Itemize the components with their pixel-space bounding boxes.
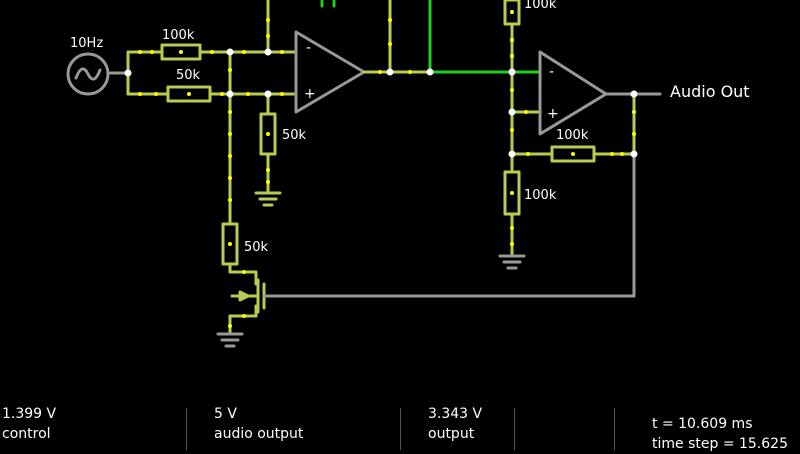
mid-wires bbox=[320, 0, 540, 74]
resistor-in-top-label: 100k bbox=[162, 28, 195, 43]
simulation-status: t = 10.609 ms time step = 15.625 bbox=[652, 414, 788, 454]
resistor-ground-right[interactable] bbox=[503, 170, 521, 216]
ground-left-2 bbox=[216, 332, 244, 348]
resistor-feedback-right[interactable] bbox=[550, 145, 596, 163]
output-wire bbox=[262, 92, 662, 298]
ground-left-1 bbox=[254, 191, 282, 207]
scope-control-name: control bbox=[2, 426, 51, 442]
scope-divider bbox=[400, 408, 401, 450]
resistor-in-top[interactable] bbox=[160, 43, 202, 61]
sim-time: t = 10.609 ms bbox=[652, 416, 753, 432]
resistor-feedback-top[interactable] bbox=[503, 0, 521, 26]
resistor-feedback-top-label: 100k bbox=[524, 0, 557, 12]
resistor-pos-ground[interactable] bbox=[259, 112, 277, 156]
scope-control[interactable]: 1.399 V control bbox=[2, 404, 56, 450]
op1-plus-sign: + bbox=[304, 86, 316, 102]
scope-divider bbox=[186, 408, 187, 450]
junction-nodes bbox=[124, 48, 638, 158]
scope-output-name: output bbox=[428, 426, 475, 442]
op-amp-2[interactable] bbox=[538, 50, 608, 136]
resistor-ground-right-label: 100k bbox=[524, 188, 557, 203]
ground-right bbox=[498, 254, 526, 270]
scope-audio-output-value: 5 V bbox=[214, 406, 237, 422]
resistor-feedback-right-label: 100k bbox=[556, 128, 589, 143]
source-frequency-label: 10Hz bbox=[70, 36, 104, 51]
circuit-diagram[interactable]: - + - + bbox=[0, 0, 800, 400]
scope-divider bbox=[514, 408, 515, 450]
ac-source[interactable] bbox=[66, 52, 130, 96]
resistor-in-bottom[interactable] bbox=[166, 85, 212, 103]
op1-minus-sign: - bbox=[306, 40, 311, 56]
scope-output-value: 3.343 V bbox=[428, 406, 483, 422]
scope-control-value: 1.399 V bbox=[2, 406, 57, 422]
scope-audio-output-name: audio output bbox=[214, 426, 304, 442]
current-dots bbox=[138, 10, 636, 328]
sim-time-step: time step = 15.625 bbox=[652, 436, 788, 452]
resistor-jfet-label: 50k bbox=[244, 240, 269, 255]
scope-audio-output[interactable]: 5 V audio output bbox=[214, 404, 303, 450]
resistor-jfet[interactable] bbox=[221, 222, 239, 266]
resistor-in-bottom-label: 50k bbox=[176, 68, 201, 83]
scope-output[interactable]: 3.343 V output bbox=[428, 404, 482, 450]
op-amp-1[interactable] bbox=[294, 30, 366, 114]
op2-plus-sign: + bbox=[547, 106, 559, 122]
resistor-pos-ground-label: 50k bbox=[282, 128, 307, 143]
scope-bar: 1.399 V control 5 V audio output 3.343 V… bbox=[0, 404, 800, 452]
op2-minus-sign: - bbox=[549, 64, 554, 80]
scope-divider bbox=[614, 408, 615, 450]
audio-out-label: Audio Out bbox=[670, 82, 750, 101]
